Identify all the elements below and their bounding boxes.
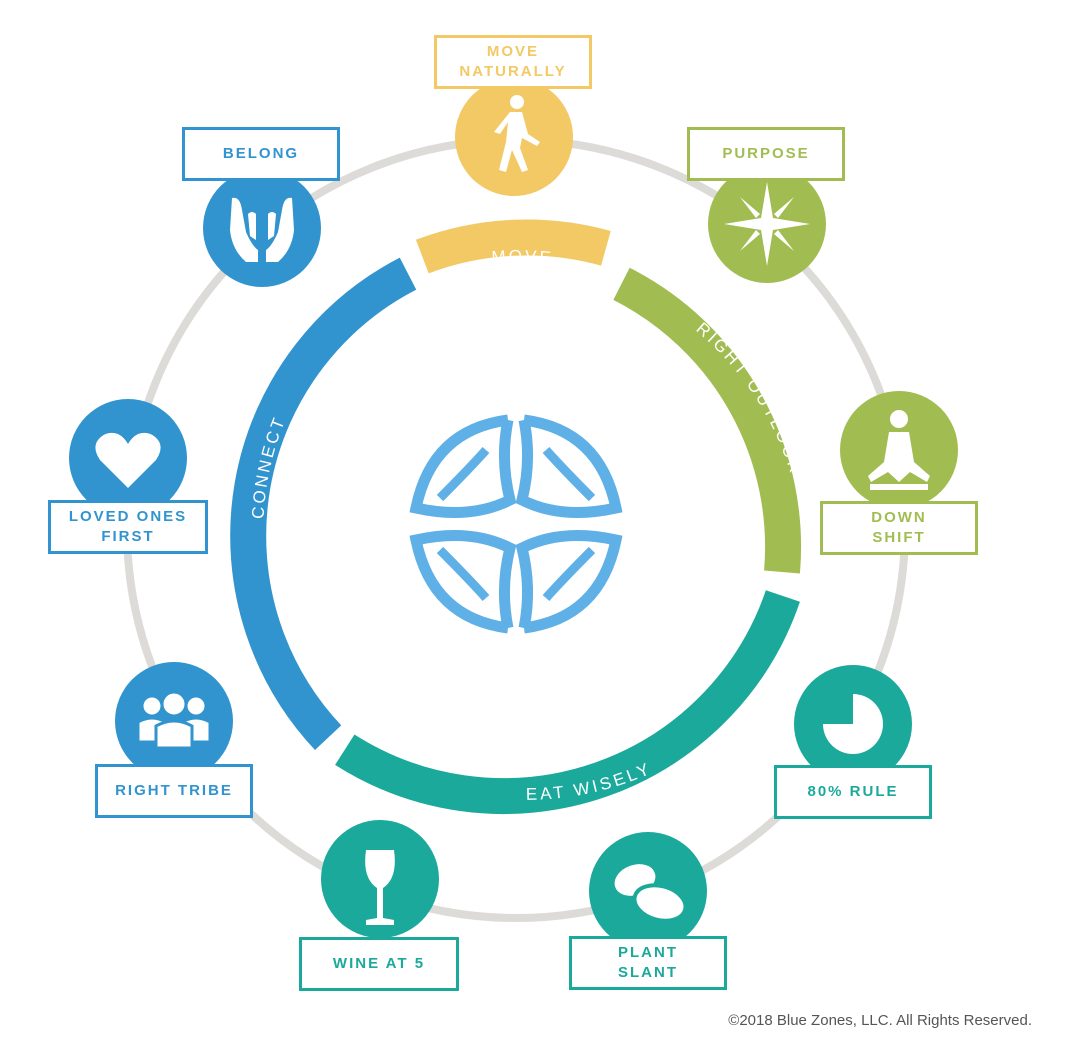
circle-down-shift: [840, 391, 958, 509]
label-wine-at-5: WINE AT 5: [299, 937, 459, 991]
circle-right-tribe: [115, 662, 233, 780]
ring-label-move: MOVE: [491, 247, 555, 268]
circle-80-rule: [794, 665, 912, 783]
label-down-shift: DOWN SHIFT: [820, 501, 978, 555]
label-belong: BELONG: [182, 127, 340, 181]
copyright-notice: ©2018 Blue Zones, LLC. All Rights Reserv…: [728, 1012, 1032, 1029]
ring-segment-connect: [230, 257, 417, 751]
walking-person-icon: [494, 95, 540, 172]
pie-clock-icon: [823, 694, 883, 754]
ring-segment-eat-wisely: [335, 590, 800, 815]
group-people-icon: [136, 690, 212, 750]
ring-segment-move: [415, 219, 611, 274]
circle-wine-at-5: [321, 820, 439, 938]
wine-glass-icon: [365, 850, 395, 925]
blue-zones-logo: [409, 414, 623, 634]
circle-plant-slant: [589, 832, 707, 950]
hands-icon: [230, 197, 294, 262]
compass-star-icon: [724, 182, 810, 266]
label-right-tribe: RIGHT TRIBE: [95, 764, 253, 818]
label-purpose: PURPOSE: [687, 127, 845, 181]
label-plant-slant: PLANT SLANT: [569, 936, 727, 990]
label-move-naturally: MOVE NATURALLY: [434, 35, 592, 89]
heart-icon: [95, 432, 161, 488]
circle-purpose: [708, 165, 826, 283]
circle-move-naturally: [455, 78, 573, 196]
label-80-rule: 80% RULE: [774, 765, 932, 819]
beans-icon: [610, 860, 688, 923]
circle-loved-ones-first: [69, 399, 187, 517]
circle-belong: [203, 169, 321, 287]
ring-segment-right-outlook: [613, 267, 802, 574]
meditation-icon: [868, 410, 930, 490]
label-loved-ones-first: LOVED ONES FIRST: [48, 500, 208, 554]
